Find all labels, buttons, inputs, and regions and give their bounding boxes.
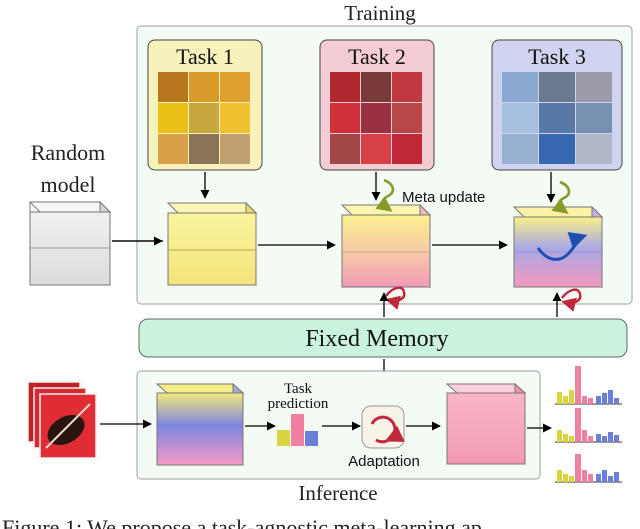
training-title: Training bbox=[344, 1, 416, 25]
output-distribution-3 bbox=[555, 454, 622, 483]
task-card-2: Task 2 bbox=[319, 39, 435, 171]
output-distribution-2 bbox=[555, 408, 622, 443]
task-card-1: Task 1 bbox=[147, 39, 263, 171]
task-1-label: Task 1 bbox=[176, 44, 234, 69]
memory-loop-arrow-2 bbox=[385, 286, 406, 310]
meta-update-arrow-2 bbox=[375, 178, 395, 212]
meta-update-arrow-3 bbox=[551, 180, 571, 214]
adapted-model-cube bbox=[445, 382, 527, 466]
trajectory-arrow bbox=[536, 232, 588, 261]
fixed-memory-bar bbox=[138, 318, 628, 358]
task-prediction-label-line2: prediction bbox=[268, 396, 329, 412]
figure-caption: Figure 1: We propose a task-agnostic met… bbox=[2, 515, 482, 529]
random-model-cube bbox=[28, 200, 112, 287]
random-model-label-line1: Random bbox=[31, 140, 106, 165]
input-image-stack bbox=[27, 381, 97, 459]
adaptation-icon bbox=[361, 405, 405, 449]
fixed-memory-label: Fixed Memory bbox=[305, 326, 448, 352]
task-1-image-grid bbox=[158, 72, 250, 164]
task-card-3: Task 3 bbox=[491, 39, 623, 171]
task-2-image-grid bbox=[330, 72, 422, 164]
task-prediction-bars bbox=[277, 414, 318, 446]
model-cube-task3 bbox=[512, 205, 604, 289]
task-prediction-bar-pink bbox=[291, 414, 304, 446]
task-prediction-bar-yellow bbox=[277, 430, 290, 446]
task-3-label: Task 3 bbox=[528, 44, 586, 69]
model-cube-task1 bbox=[166, 201, 258, 287]
memory-loop-arrow-3 bbox=[561, 288, 582, 312]
inference-title: Inference bbox=[298, 481, 377, 505]
random-model-label-line2: model bbox=[41, 172, 96, 197]
task-prediction-bar-blue bbox=[305, 431, 318, 446]
model-cube-task2 bbox=[340, 203, 432, 289]
task-prediction-label-line1: Task bbox=[284, 381, 313, 397]
inference-model-cube bbox=[155, 382, 245, 467]
task-2-label: Task 2 bbox=[348, 44, 406, 69]
output-distribution-1 bbox=[555, 366, 622, 405]
meta-update-label: Meta update bbox=[402, 189, 485, 206]
adaptation-label: Adaptation bbox=[348, 453, 420, 470]
task-3-image-grid bbox=[502, 72, 612, 164]
